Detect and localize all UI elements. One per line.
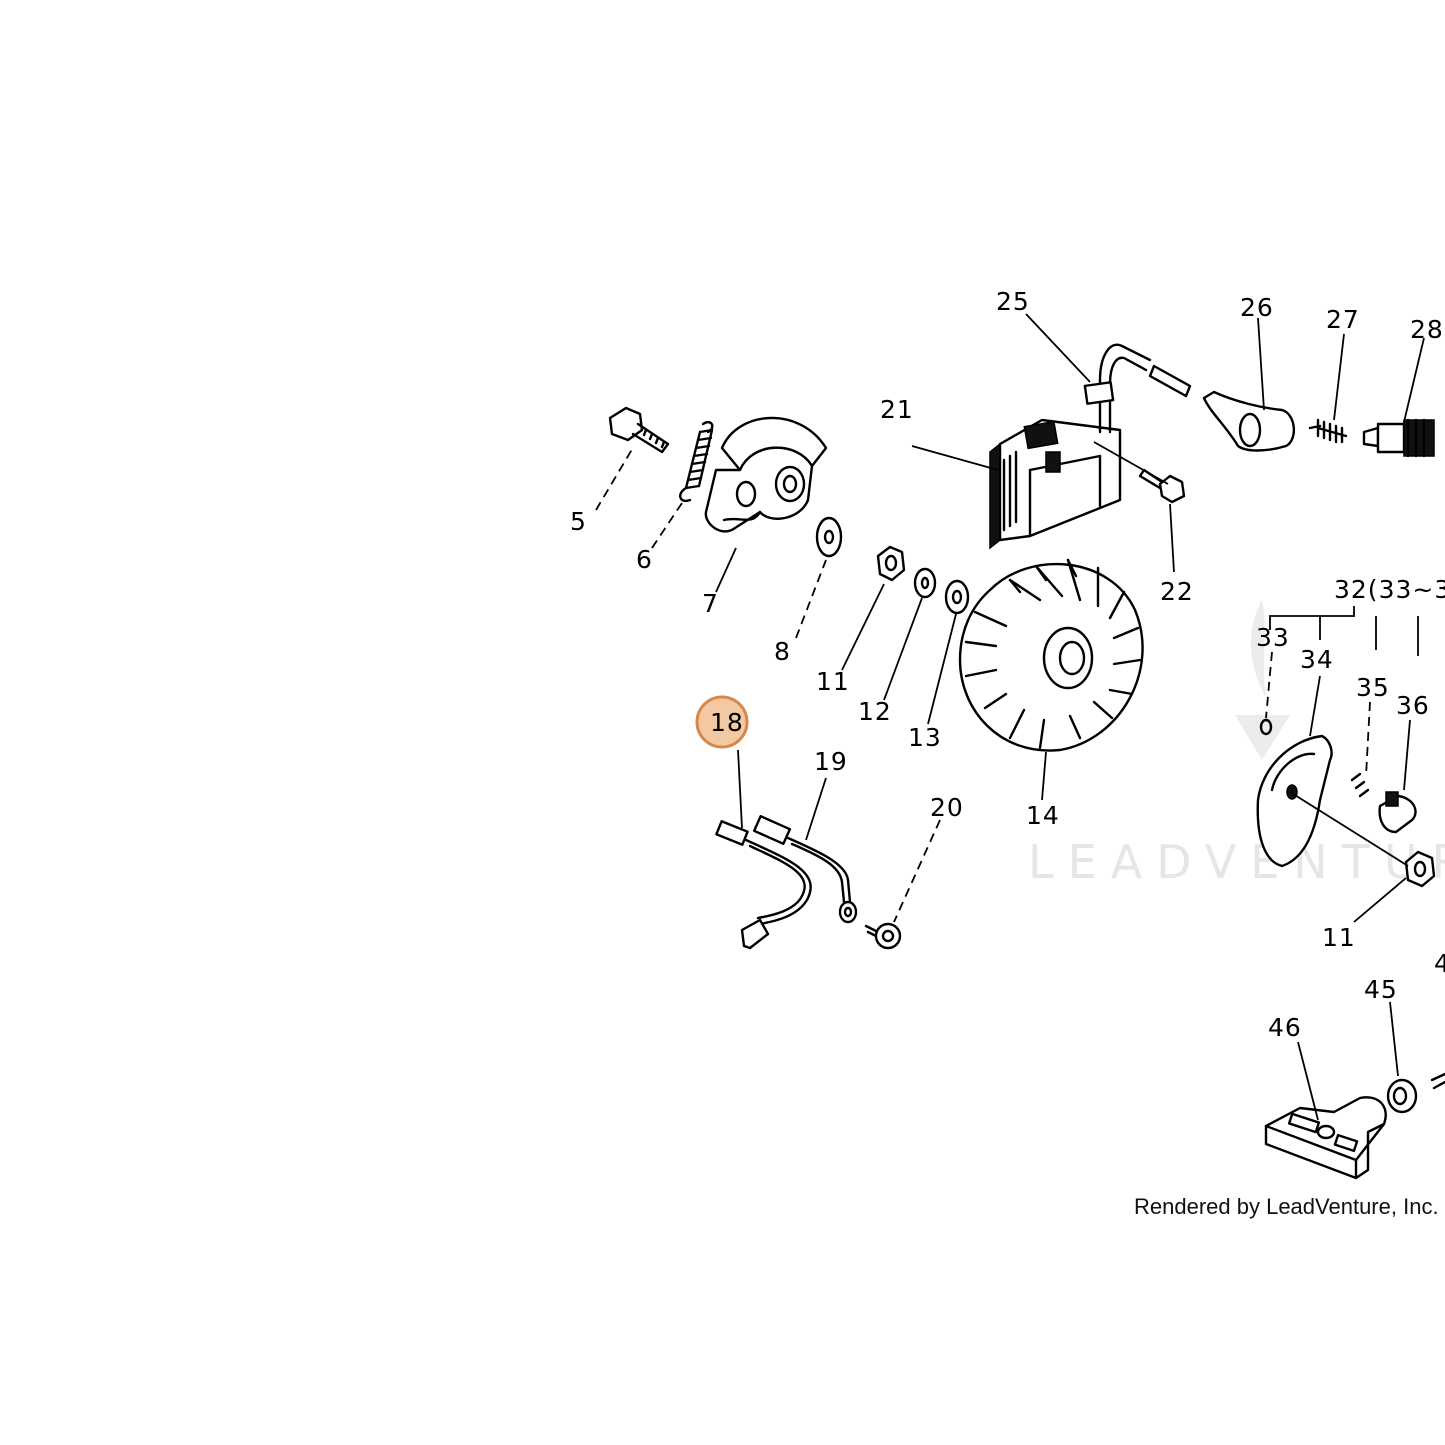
label-5[interactable]: 5 [570,507,587,536]
part-28-spark-plug[interactable] [1362,418,1435,458]
part-19-ground-wire[interactable] [752,814,858,924]
label-36[interactable]: 36 [1396,691,1430,720]
part-5-bolt[interactable] [608,406,670,454]
part-14-flywheel[interactable] [958,558,1144,752]
label-34[interactable]: 34 [1300,645,1334,674]
watermark-text: LEADVENTURE [1028,835,1445,889]
part-labels: 5 6 7 8 11 12 13 14 18 19 20 21 22 25 26… [570,287,1445,1042]
credit-text: Rendered by LeadVenture, Inc. [1134,1194,1439,1219]
label-8[interactable]: 8 [774,637,791,666]
label-45[interactable]: 45 [1364,975,1398,1004]
label-32[interactable]: 32(33~3 [1334,575,1445,604]
label-18[interactable]: 18 [710,708,744,737]
label-14[interactable]: 14 [1026,801,1060,830]
part-25-ht-lead[interactable] [1083,343,1192,434]
label-25[interactable]: 25 [996,287,1030,316]
part-46-starter-grip[interactable] [1264,1096,1387,1180]
part-32-starter-pawl[interactable] [1256,718,1436,888]
part-6-spring[interactable] [679,420,714,503]
part-8-washer[interactable] [815,516,843,558]
label-27[interactable]: 27 [1326,305,1360,334]
highlight-marker [695,695,749,749]
label-46[interactable]: 46 [1268,1013,1302,1042]
label-26[interactable]: 26 [1240,293,1274,322]
part-26-plug-cap[interactable] [1202,390,1295,452]
label-35[interactable]: 35 [1356,673,1390,702]
part-22-screw[interactable] [1138,468,1186,504]
leader-lines [595,313,1425,1121]
part-12-lock-washer[interactable] [913,567,937,599]
part-27-spring[interactable] [1308,418,1348,444]
part-21-ignition-coil[interactable] [989,418,1122,550]
label-7[interactable]: 7 [702,589,719,618]
part-45-grip-insert[interactable] [1386,1072,1445,1114]
label-20[interactable]: 20 [930,793,964,822]
label-4x[interactable]: 4 [1434,949,1445,978]
label-11[interactable]: 11 [816,667,850,696]
label-22[interactable]: 22 [1160,577,1194,606]
label-33[interactable]: 33 [1256,623,1290,652]
label-28[interactable]: 28 [1410,315,1444,344]
part-13-washer[interactable] [944,579,970,615]
watermark: LEADVENTURE [1028,600,1445,889]
label-19[interactable]: 19 [814,747,848,776]
label-21[interactable]: 21 [880,395,914,424]
label-11-b[interactable]: 11 [1322,923,1356,952]
part-11-nut[interactable] [876,545,906,582]
label-13[interactable]: 13 [908,723,942,752]
part-20-screw[interactable] [864,922,902,950]
label-6[interactable]: 6 [636,545,653,574]
part-18-lead-wire[interactable] [715,820,812,950]
part-7-clutch[interactable] [704,416,828,533]
label-12[interactable]: 12 [858,697,892,726]
